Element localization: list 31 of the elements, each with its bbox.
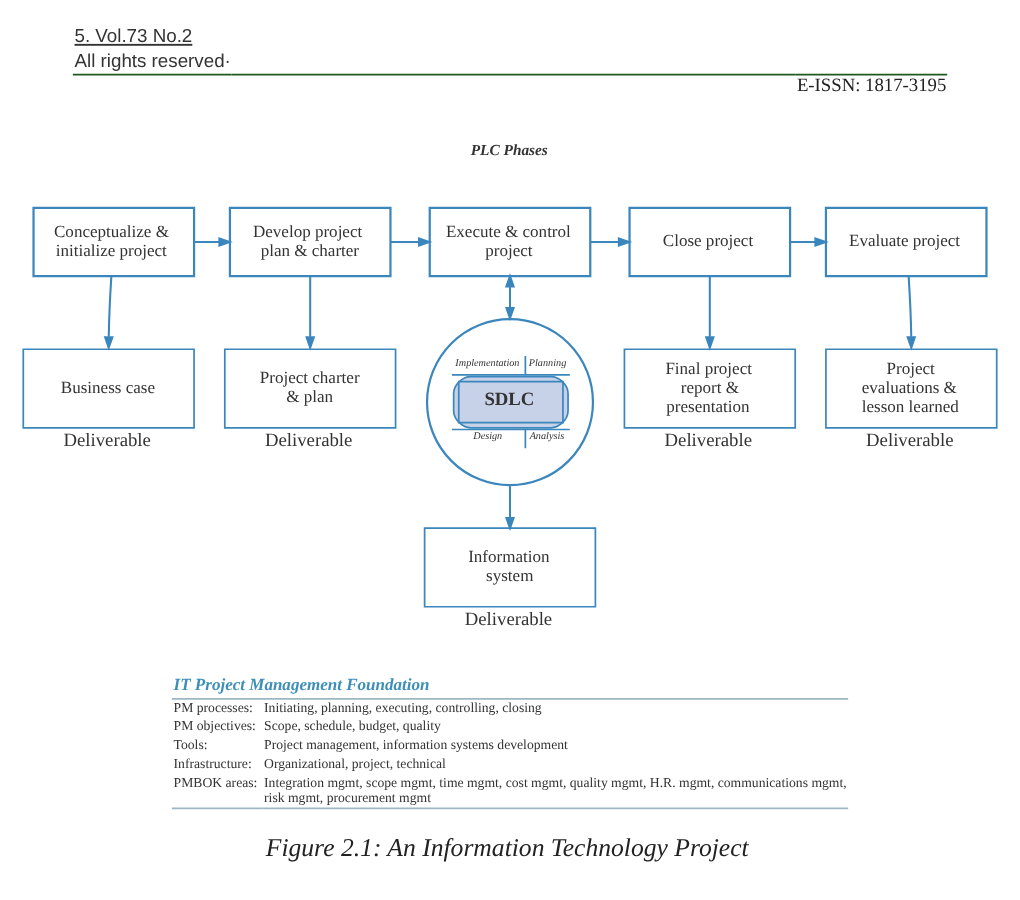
arrow xyxy=(704,276,715,351)
caption: Figure 2.1: An Information Technology Project xyxy=(265,834,749,863)
label: All rights reserved· xyxy=(74,49,231,72)
label: IT Project Management Foundation xyxy=(173,674,430,695)
arrow xyxy=(390,236,433,248)
arrow xyxy=(504,273,516,322)
arrow xyxy=(305,276,316,351)
arrow xyxy=(590,236,633,248)
node-box: Conceptualize & initialize project xyxy=(32,206,196,278)
label: E-ISSN: 1817-3195 xyxy=(796,77,947,98)
arrow xyxy=(906,276,917,351)
node-box: Evaluate project xyxy=(824,206,988,278)
arrow xyxy=(790,236,829,248)
node-box: Close project xyxy=(628,206,792,278)
node-box: Develop project plan & charter xyxy=(228,206,392,278)
node-label: Deliverable xyxy=(264,432,353,453)
node-label: Deliverable xyxy=(63,432,151,453)
node-label: Deliverable xyxy=(866,432,954,453)
arrow xyxy=(194,236,233,248)
node-box: Information system xyxy=(423,527,597,608)
node-box: Project charter & plan xyxy=(223,348,397,429)
arrow xyxy=(504,486,516,532)
node-box: Execute & control project xyxy=(428,206,592,278)
node-box: Business case xyxy=(22,348,195,429)
node-label: Deliverable xyxy=(464,611,553,632)
node-box: Project evaluations & lesson learned xyxy=(825,348,998,429)
node-box: Final project report & presentation xyxy=(623,348,797,429)
arrow xyxy=(103,276,114,351)
label: 5. Vol.73 No.2 xyxy=(74,23,193,46)
label: PLC Phases xyxy=(470,141,548,160)
node-label: Deliverable xyxy=(664,432,753,453)
